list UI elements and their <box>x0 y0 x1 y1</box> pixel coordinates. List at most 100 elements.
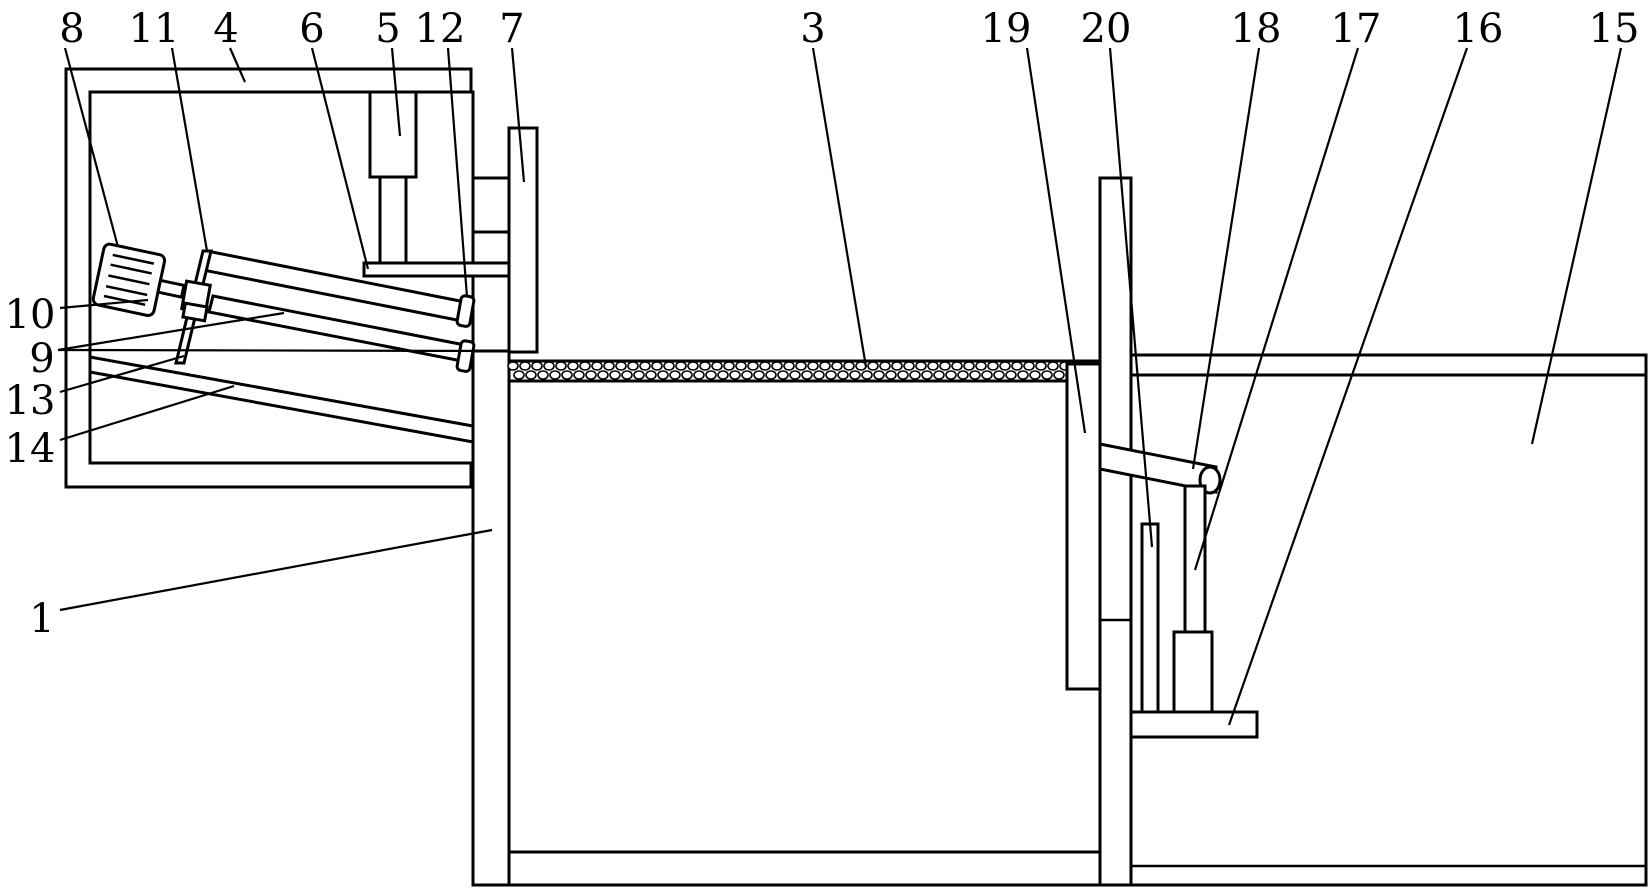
leader-14 <box>59 384 235 442</box>
mesh-cell <box>549 370 561 380</box>
mesh-cell <box>795 361 807 371</box>
callout-1: 1 <box>29 596 54 642</box>
callout-8: 8 <box>59 6 84 52</box>
leader-17 <box>1193 47 1360 571</box>
roller-end-cap-lower <box>455 339 476 373</box>
mesh-cell <box>603 361 615 371</box>
baffle-19 <box>1065 362 1102 691</box>
mesh-cell <box>1035 361 1047 371</box>
mesh-cell <box>933 370 945 380</box>
motor-fin-4 <box>105 285 148 297</box>
right-assembly <box>1065 176 1648 887</box>
mesh-cell <box>687 361 699 371</box>
mesh-cell <box>615 361 627 371</box>
mesh-cell <box>543 361 555 371</box>
mesh-cell <box>729 370 741 380</box>
mesh-cell <box>861 370 873 380</box>
callout-13: 13 <box>5 378 56 424</box>
mesh-cell <box>993 370 1005 380</box>
mesh-cell <box>585 370 597 380</box>
mesh-cell <box>909 370 921 380</box>
callout-15: 15 <box>1589 6 1640 52</box>
leader-20 <box>1108 47 1154 548</box>
callout-14: 14 <box>5 426 56 472</box>
mesh-cell <box>609 370 621 380</box>
mesh-cell <box>567 361 579 371</box>
mesh-cell <box>1005 370 1017 380</box>
mesh-cell <box>519 361 531 371</box>
callout-19: 19 <box>981 6 1032 52</box>
callout-17: 17 <box>1331 6 1382 52</box>
mesh-cell <box>807 361 819 371</box>
leader-9b <box>57 348 510 353</box>
mesh-cell <box>669 370 681 380</box>
mesh-cell <box>837 370 849 380</box>
mesh-cell <box>573 370 585 380</box>
callout-4: 4 <box>213 6 238 52</box>
callout-6: 6 <box>299 6 324 52</box>
mesh-cell <box>663 361 675 371</box>
mesh-cell <box>531 361 543 371</box>
cylinder-17-rod <box>1183 484 1207 634</box>
cylinder-5-body <box>368 90 418 179</box>
leader-6 <box>310 47 370 270</box>
mesh-cell <box>741 370 753 380</box>
frame-1 <box>471 126 1102 887</box>
filter-screen-3 <box>507 359 1102 383</box>
mesh-cell <box>1047 361 1059 371</box>
filter-mesh-pattern <box>507 361 1101 380</box>
mesh-cell <box>873 370 885 380</box>
pusher-plate-6 <box>362 261 511 278</box>
mesh-cell <box>801 370 813 380</box>
mesh-cell <box>591 361 603 371</box>
mesh-cell <box>597 370 609 380</box>
leader-13 <box>59 354 185 394</box>
guide-rail-14 <box>88 355 475 444</box>
motor-fin-1 <box>112 253 155 265</box>
mesh-cell <box>711 361 723 371</box>
grinding-assembly <box>88 242 476 444</box>
leader-11 <box>170 47 209 252</box>
callout-7: 7 <box>499 6 524 52</box>
mesh-cell <box>897 370 909 380</box>
mesh-cell <box>819 361 831 371</box>
callout-5: 5 <box>375 6 400 52</box>
callout-12: 12 <box>415 6 466 52</box>
bottom-plate <box>507 850 1102 887</box>
leader-5 <box>390 47 402 137</box>
mesh-cell <box>867 361 879 371</box>
mesh-cell <box>525 370 537 380</box>
callout-10: 10 <box>5 292 56 338</box>
mesh-cell <box>1053 370 1065 380</box>
plate-7-bracket <box>471 176 511 234</box>
left-column <box>471 349 511 887</box>
mesh-cell <box>645 370 657 380</box>
coupling-lower <box>181 301 209 323</box>
motor-fin-2 <box>110 263 153 275</box>
leader-9a <box>57 311 285 352</box>
mesh-cell <box>747 361 759 371</box>
mesh-cell <box>579 361 591 371</box>
mesh-cell <box>915 361 927 371</box>
callout-18: 18 <box>1231 6 1282 52</box>
mesh-cell <box>945 370 957 380</box>
mesh-cell <box>717 370 729 380</box>
mesh-cell <box>639 361 651 371</box>
leader-19 <box>1025 47 1087 434</box>
partition-wall <box>1098 176 1133 887</box>
leader-4 <box>228 47 247 83</box>
tank-15 <box>1129 373 1648 887</box>
mesh-cell <box>657 370 669 380</box>
motor-fin-3 <box>108 274 150 286</box>
mesh-cell <box>879 361 891 371</box>
mesh-cell <box>789 370 801 380</box>
cylinder-5 <box>362 90 511 278</box>
leader-18 <box>1191 47 1261 470</box>
leader-lines <box>57 47 1623 726</box>
callout-9: 9 <box>29 336 54 382</box>
mesh-cell <box>885 370 897 380</box>
motor-8 <box>91 242 186 317</box>
mesh-cell <box>975 361 987 371</box>
callout-16: 16 <box>1453 6 1504 52</box>
